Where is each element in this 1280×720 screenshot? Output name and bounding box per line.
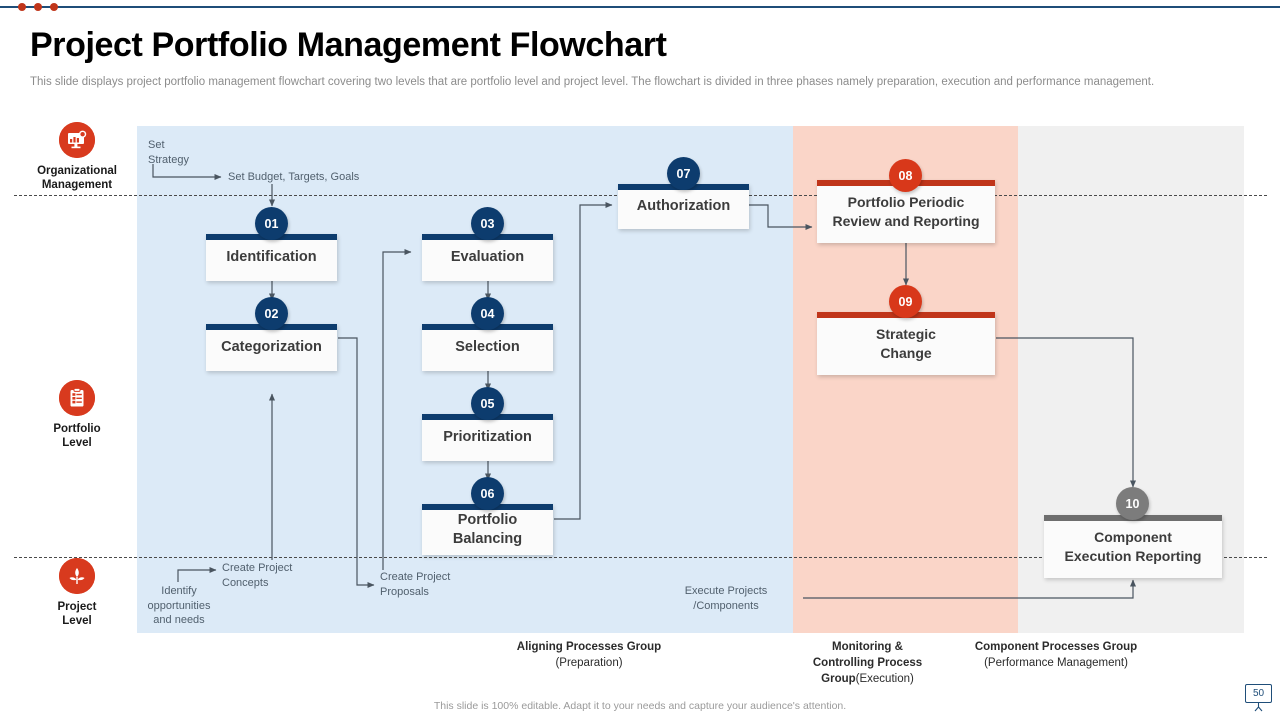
lane-label-line2: Level — [62, 615, 92, 627]
annotation-create-project-concepts: Create Project Concepts — [222, 562, 293, 589]
node-label: Portfolio Balancing — [452, 511, 523, 547]
lane-portfolio-level: Portfolio Level — [13, 380, 141, 450]
plant-growth-icon — [59, 558, 95, 594]
lane-label-line1: Organizational — [37, 165, 117, 177]
node-label: Evaluation — [450, 249, 525, 265]
group-sub: (Performance Management) — [984, 657, 1128, 669]
node-label: Component Execution Reporting — [1064, 528, 1202, 564]
lane-label-line1: Project — [57, 601, 97, 613]
node-01-identification[interactable]: Identification — [206, 234, 337, 281]
lane-label-line1: Portfolio — [53, 423, 101, 435]
lane-organizational-management: Organizational Management — [13, 122, 141, 192]
group-sub: (Preparation) — [555, 657, 623, 669]
node-label: Identification — [226, 249, 317, 265]
annotation-execute-projects: Execute Projects /Components — [684, 585, 768, 612]
page-number-badge: 50 — [1245, 684, 1272, 703]
lane-label-line2: Level — [62, 437, 92, 449]
node-label: Categorization — [221, 339, 322, 355]
top-dot-2 — [34, 3, 42, 11]
group-name: Component Processes Group — [974, 641, 1138, 653]
node-label: Prioritization — [443, 429, 532, 445]
node-10-number: 10 — [1116, 487, 1149, 520]
top-dot-3 — [50, 3, 58, 11]
lane-label-text: Portfolio Level — [13, 422, 141, 450]
node-02-categorization[interactable]: Categorization — [206, 324, 337, 371]
annotation-identify-opportunities: Identify opportunities and needs — [147, 585, 211, 626]
node-10-component-execution-reporting[interactable]: Component Execution Reporting — [1044, 515, 1222, 578]
group-caption-aligning-processes: Aligning Processes Group (Preparation) — [440, 639, 738, 671]
node-06-portfolio-balancing[interactable]: Portfolio Balancing — [422, 504, 553, 555]
node-label: Selection — [455, 339, 520, 355]
node-label: Strategic Change — [876, 325, 936, 361]
node-08-number: 08 — [889, 159, 922, 192]
footer-note: This slide is 100% editable. Adapt it to… — [433, 700, 847, 712]
lane-label-text: Project Level — [13, 600, 141, 628]
group-caption-monitoring-controlling: Monitoring & Controlling Process Group(E… — [790, 639, 945, 687]
top-dot-1 — [18, 3, 26, 11]
lane-project-level: Project Level — [13, 558, 141, 628]
page-title: Project Portfolio Management Flowchart — [30, 26, 667, 64]
node-01-number: 01 — [255, 207, 288, 240]
node-09-number: 09 — [889, 285, 922, 318]
node-05-prioritization[interactable]: Prioritization — [422, 414, 553, 461]
group-name: Aligning Processes Group — [516, 641, 662, 653]
monitor-chart-icon — [59, 122, 95, 158]
node-05-number: 05 — [471, 387, 504, 420]
node-07-authorization[interactable]: Authorization — [618, 184, 749, 229]
node-06-number: 06 — [471, 477, 504, 510]
node-04-selection[interactable]: Selection — [422, 324, 553, 371]
node-label: Authorization — [636, 198, 731, 214]
annotation-set-budget-targets-goals: Set Budget, Targets, Goals — [228, 171, 360, 183]
top-rule — [0, 6, 1280, 8]
page-subtitle: This slide displays project portfolio ma… — [30, 76, 1155, 88]
presentation-stand-icon — [1254, 703, 1263, 712]
annotation-create-project-proposals: Create Project Proposals — [380, 571, 451, 598]
node-09-strategic-change[interactable]: Strategic Change — [817, 312, 995, 375]
node-03-number: 03 — [471, 207, 504, 240]
node-02-number: 02 — [255, 297, 288, 330]
group-caption-component-processes: Component Processes Group (Performance M… — [940, 639, 1172, 671]
lane-label-line2: Management — [41, 179, 113, 191]
swimlane-divider-bottom — [14, 557, 1267, 558]
node-label: Portfolio Periodic Review and Reporting — [832, 193, 980, 229]
annotation-set-strategy: Set Strategy — [148, 139, 189, 166]
group-name: Monitoring & Controlling Process Group — [812, 641, 923, 685]
clipboard-checklist-icon — [59, 380, 95, 416]
node-03-evaluation[interactable]: Evaluation — [422, 234, 553, 281]
node-04-number: 04 — [471, 297, 504, 330]
group-sub: (Execution) — [855, 673, 914, 685]
lane-label-text: Organizational Management — [13, 164, 141, 192]
node-07-number: 07 — [667, 157, 700, 190]
